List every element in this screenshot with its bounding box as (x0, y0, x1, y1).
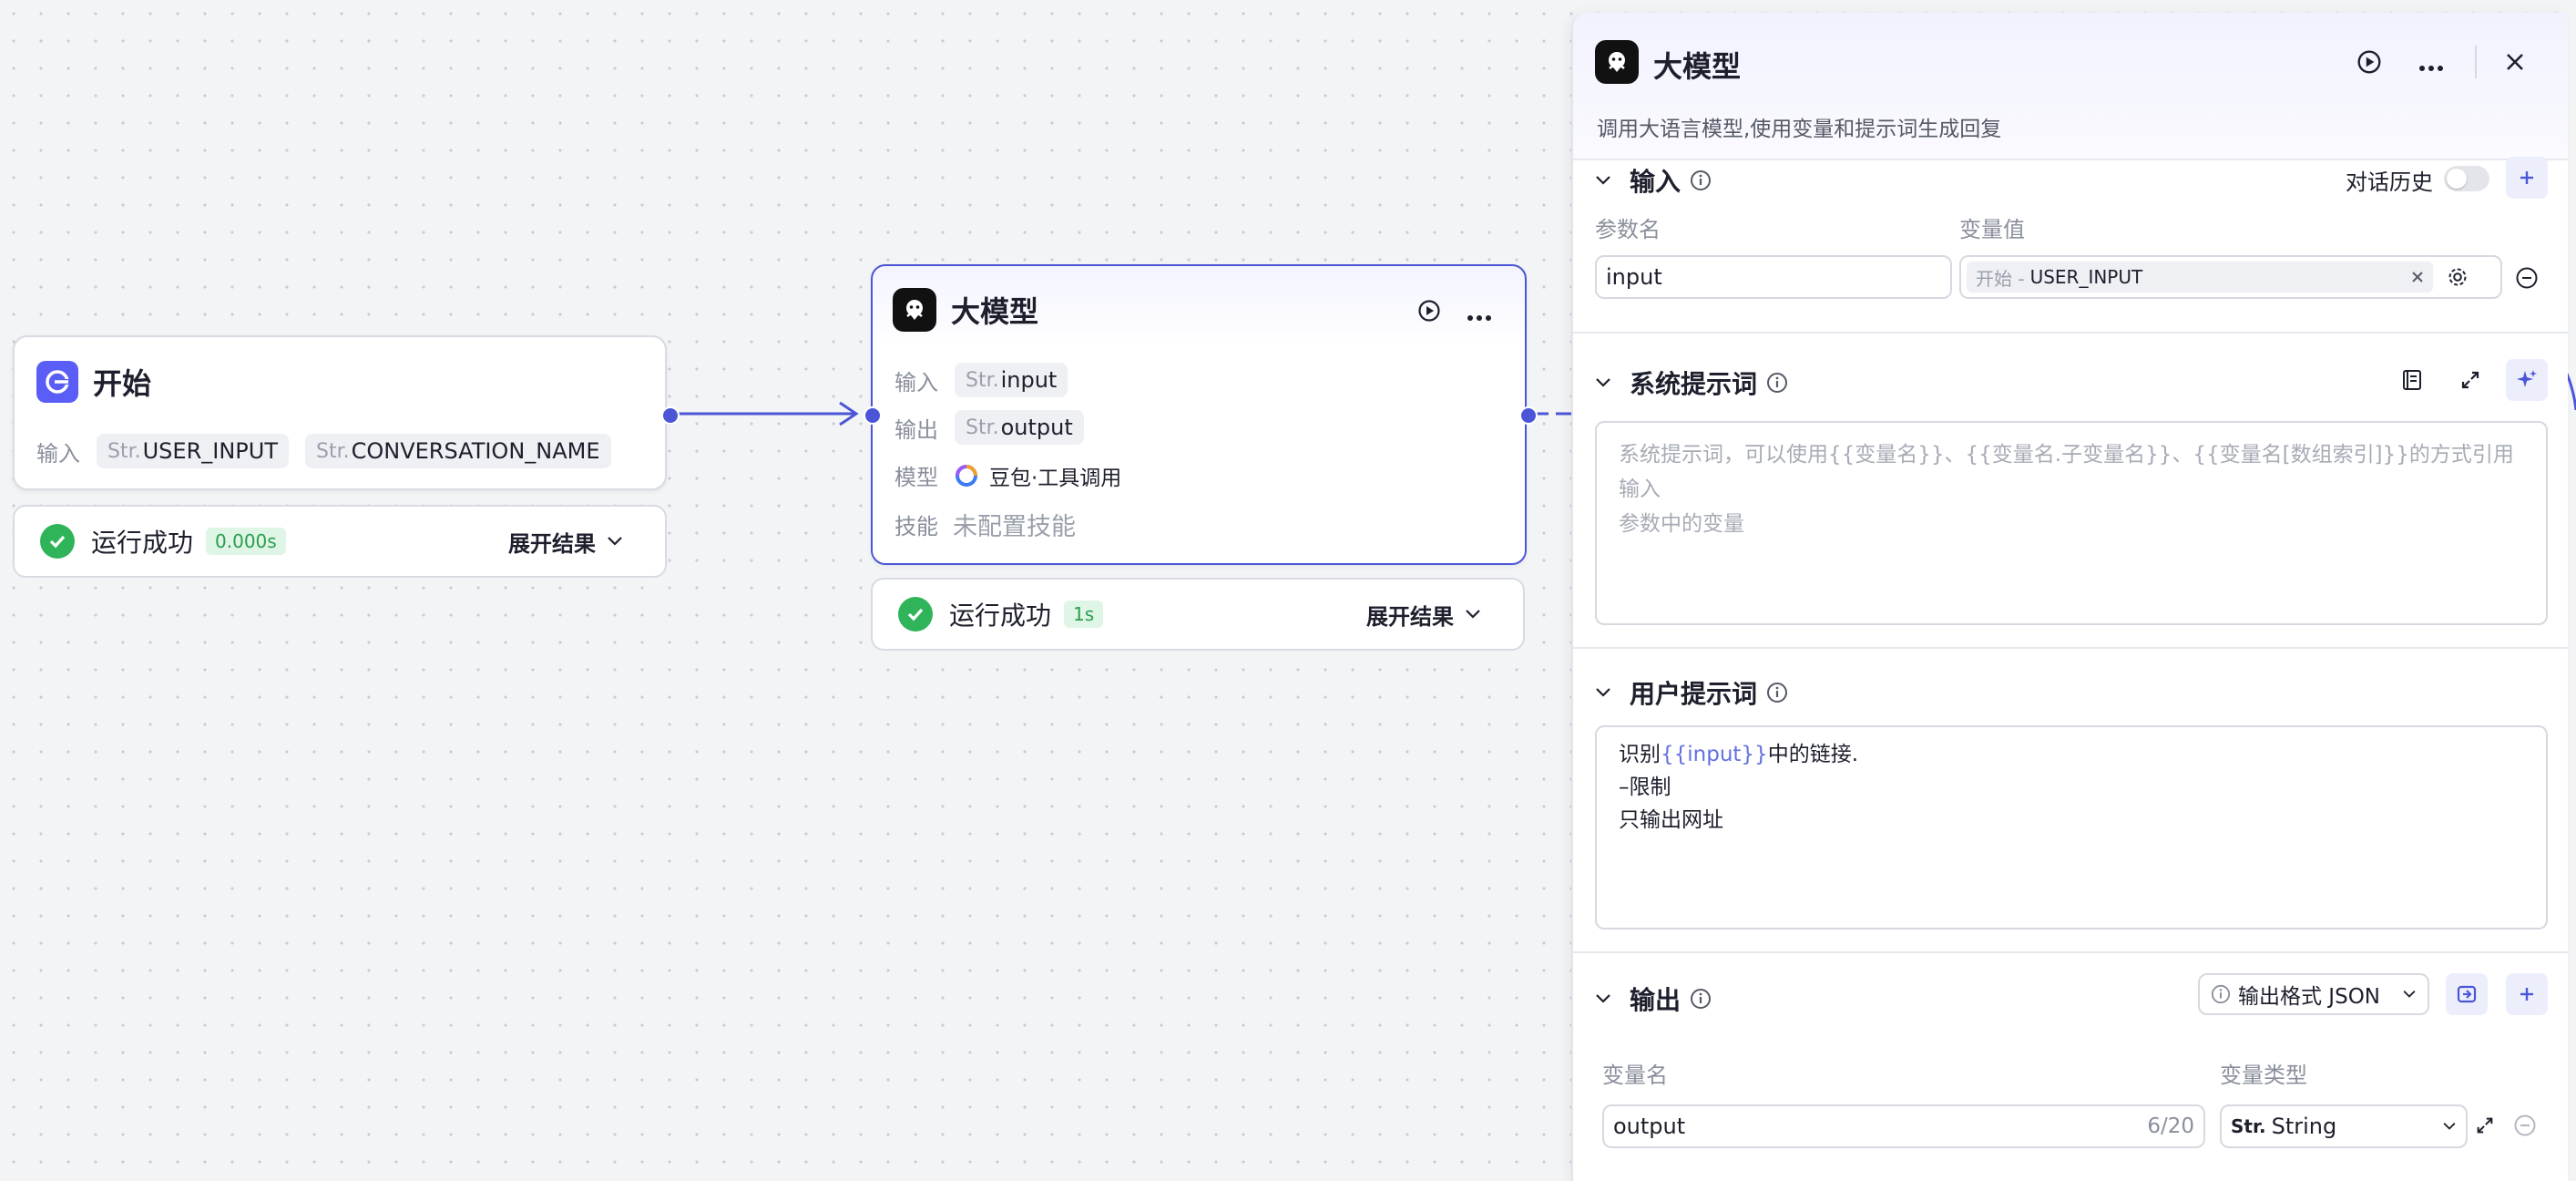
param-value-reference[interactable]: 开始 - USER_INPUT (1959, 255, 2502, 299)
start-node-input-label: 输入 (36, 440, 80, 467)
clear-reference-icon[interactable] (2411, 271, 2424, 283)
llm-node-icon (893, 288, 936, 332)
success-check-icon (40, 524, 75, 559)
char-counter: 6/20 (2147, 1114, 2194, 1138)
expand-editor-button[interactable] (2449, 359, 2491, 401)
info-icon (2211, 984, 2231, 1004)
gear-icon[interactable] (2446, 265, 2469, 289)
start-node[interactable]: 开始 输入 Str.USER_INPUT Str.CONVERSATION_NA… (13, 335, 667, 490)
import-icon (2457, 985, 2477, 1003)
info-icon (1767, 373, 1788, 393)
chat-history-toggle[interactable] (2444, 166, 2489, 191)
close-icon[interactable] (2504, 51, 2526, 77)
more-icon[interactable] (1467, 308, 1492, 325)
remove-var-icon[interactable] (2513, 1114, 2537, 1141)
add-output-button[interactable] (2506, 973, 2548, 1015)
panel-run-icon[interactable] (2356, 49, 2382, 78)
section-divider (1573, 332, 2568, 334)
start-node-input-chip: Str.CONVERSATION_NAME (304, 434, 611, 468)
document-icon (2403, 370, 2421, 390)
llm-skill-label: 技能 (894, 514, 938, 539)
chat-history-label: 对话历史 (2346, 169, 2433, 195)
llm-output-chip: Str.output (955, 410, 1084, 445)
output-var-type-select[interactable]: Str. String (2220, 1104, 2468, 1148)
chevron-down-icon (1466, 610, 1480, 619)
collapse-chevron-icon[interactable] (1595, 993, 1611, 1004)
llm-node[interactable]: 大模型 输入 Str.input 输出 Str.output 模型 豆包·工具调… (871, 264, 1527, 565)
output-var-name-input[interactable]: output 6/20 (1602, 1104, 2205, 1148)
header-divider (2475, 46, 2477, 78)
expand-icon (2461, 371, 2479, 389)
panel-more-icon[interactable] (2418, 58, 2444, 76)
sparkle-icon (2517, 370, 2537, 387)
llm-model-label: 模型 (894, 465, 938, 490)
var-name-header: 变量名 (1602, 1063, 1668, 1088)
user-prompt-title: 用户提示词 (1630, 679, 1758, 709)
panel-title: 大模型 (1653, 49, 1742, 84)
node-config-panel: 大模型 调用大语言模型,使用变量和提示词生成回复 输入 对话历史 参数名 变量值… (1571, 13, 2568, 1181)
info-icon (1691, 989, 1712, 1009)
ai-optimize-button[interactable] (2506, 359, 2548, 401)
expand-result-button[interactable]: 展开结果 (508, 526, 623, 558)
output-format-select[interactable]: 输出格式 JSON (2198, 973, 2429, 1015)
info-icon (1767, 683, 1788, 703)
info-icon (1691, 170, 1712, 190)
chevron-down-icon (608, 537, 622, 546)
param-value-header: 变量值 (1959, 217, 2025, 242)
panel-header: 大模型 调用大语言模型,使用变量和提示词生成回复 (1573, 13, 2568, 160)
param-name-input[interactable]: input (1595, 255, 1952, 299)
system-prompt-editor[interactable]: 系统提示词，可以使用{{变量名}}、{{变量名.子变量名}}、{{变量名[数组索… (1595, 421, 2548, 625)
run-time-badge: 0.000s (206, 528, 286, 555)
expand-var-icon[interactable] (2475, 1115, 2495, 1139)
llm-node-run-result: 运行成功 1s 展开结果 (871, 578, 1525, 651)
param-name-header: 参数名 (1595, 217, 1661, 242)
chevron-down-icon (2443, 1123, 2456, 1130)
expand-result-button[interactable]: 展开结果 (1366, 599, 1481, 631)
llm-node-input-port[interactable] (864, 406, 882, 425)
input-section-title: 输入 (1630, 167, 1682, 197)
success-check-icon (898, 597, 933, 632)
section-divider (1573, 951, 2568, 953)
collapse-chevron-icon[interactable] (1595, 687, 1611, 698)
var-type-header: 变量类型 (2220, 1063, 2307, 1088)
remove-param-icon[interactable] (2515, 266, 2539, 293)
start-node-output-port[interactable] (661, 406, 680, 425)
llm-input-chip: Str.input (955, 363, 1068, 397)
llm-node-output-port[interactable] (1519, 406, 1538, 425)
collapse-chevron-icon[interactable] (1595, 377, 1611, 388)
add-input-button[interactable] (2506, 157, 2548, 199)
output-import-button[interactable] (2446, 973, 2488, 1015)
llm-skill-value: 未配置技能 (953, 513, 1076, 541)
llm-node-title: 大模型 (951, 294, 1039, 329)
chevron-down-icon (2403, 991, 2416, 998)
panel-llm-icon (1595, 40, 1639, 84)
section-divider (1573, 647, 2568, 649)
system-prompt-title: 系统提示词 (1630, 369, 1758, 399)
doubao-model-icon (955, 464, 978, 488)
collapse-chevron-icon[interactable] (1595, 175, 1611, 186)
panel-description: 调用大语言模型,使用变量和提示词生成回复 (1597, 118, 2002, 141)
start-node-input-chip: Str.USER_INPUT (97, 434, 289, 468)
user-prompt-editor[interactable]: 识别{{input}}中的链接. –限制 只输出网址 (1595, 725, 2548, 929)
llm-input-label: 输入 (894, 369, 938, 395)
start-node-icon (36, 361, 78, 403)
llm-model-value: 豆包·工具调用 (989, 466, 1122, 490)
output-section-title: 输出 (1630, 985, 1682, 1015)
node-run-icon[interactable] (1417, 299, 1441, 326)
plus-icon (2520, 171, 2533, 184)
llm-output-label: 输出 (894, 416, 938, 443)
start-node-run-result: 运行成功 0.000s 展开结果 (13, 505, 667, 578)
run-status-text: 运行成功 (91, 528, 194, 558)
start-node-title: 开始 (93, 366, 152, 401)
run-status-text: 运行成功 (949, 601, 1052, 631)
prompt-library-button[interactable] (2391, 359, 2433, 401)
plus-icon (2520, 988, 2533, 1001)
run-time-badge: 1s (1064, 601, 1104, 628)
